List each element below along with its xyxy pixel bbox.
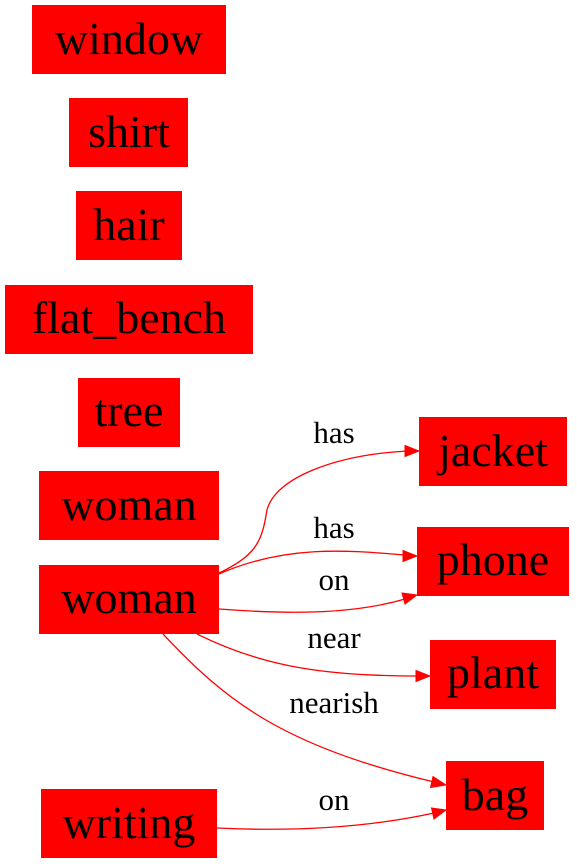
edge-woman-has-phone: has (218, 510, 419, 575)
node-jacket-box (419, 417, 567, 486)
node-jacket: jacket (419, 417, 567, 486)
node-tree: tree (78, 378, 180, 447)
node-window: window (32, 5, 226, 74)
node-shirt-label: shirt (88, 106, 170, 157)
node-woman-1-label: woman (61, 479, 196, 530)
edge-woman-nearish-bag-label: nearish (289, 685, 379, 720)
edge-woman-has-phone-label: has (313, 510, 354, 545)
node-plant-box (430, 640, 556, 709)
node-plant: plant (430, 640, 556, 709)
edge-woman-near-plant-arrowhead (415, 669, 432, 683)
node-plant-label: plant (447, 647, 539, 698)
edge-woman-has-jacket-label: has (313, 415, 354, 450)
edge-woman-on-phone-label: on (319, 562, 351, 597)
node-woman-2: woman (39, 565, 219, 634)
node-woman-2-box (39, 565, 219, 634)
node-woman-2-label: woman (61, 572, 196, 623)
edge-woman-nearish-bag-arrowhead (429, 775, 448, 789)
node-tree-label: tree (95, 385, 164, 436)
edge-woman-has-jacket: has (216, 415, 421, 575)
edge-woman-has-jacket-line (216, 450, 408, 575)
node-bag-label: bag (462, 769, 528, 820)
node-phone-label: phone (437, 534, 549, 585)
node-shirt: shirt (69, 98, 188, 167)
edge-woman-has-phone-line (218, 550, 406, 575)
edge-woman-has-jacket-arrowhead (404, 444, 421, 458)
edge-writing-on-bag: on (216, 782, 448, 830)
edge-woman-has-phone-arrowhead (402, 549, 419, 563)
node-flat-bench: flat_bench (5, 285, 253, 354)
node-flat-bench-box (5, 285, 253, 354)
node-hair-label: hair (93, 199, 165, 250)
edge-woman-nearish-bag-line (162, 633, 435, 783)
edge-writing-on-bag-arrowhead (430, 807, 448, 820)
node-woman-1-box (39, 471, 219, 540)
edge-writing-on-bag-line (216, 812, 435, 830)
edge-woman-on-phone-line (218, 598, 406, 613)
node-jacket-label: jacket (436, 425, 548, 476)
edge-woman-on-phone: on (218, 562, 419, 613)
edge-woman-near-plant-label: near (307, 620, 361, 655)
node-writing: writing (41, 789, 217, 858)
edge-woman-near-plant-line (196, 633, 419, 677)
node-phone-box (417, 527, 569, 596)
node-hair: hair (76, 191, 182, 260)
node-bag: bag (446, 761, 544, 830)
node-hair-box (76, 191, 182, 260)
node-window-label: window (55, 13, 204, 64)
edge-woman-on-phone-arrowhead (401, 592, 419, 605)
node-flat-bench-label: flat_bench (32, 292, 226, 343)
node-tree-box (78, 378, 180, 447)
node-window-box (32, 5, 226, 74)
edge-woman-nearish-bag: nearish (162, 633, 448, 789)
edge-woman-near-plant: near (196, 620, 432, 683)
node-phone: phone (417, 527, 569, 596)
node-shirt-box (69, 98, 188, 167)
node-bag-box (446, 761, 544, 830)
edge-writing-on-bag-label: on (319, 782, 351, 817)
node-woman-1: woman (39, 471, 219, 540)
node-writing-label: writing (63, 797, 196, 848)
node-writing-box (41, 789, 217, 858)
